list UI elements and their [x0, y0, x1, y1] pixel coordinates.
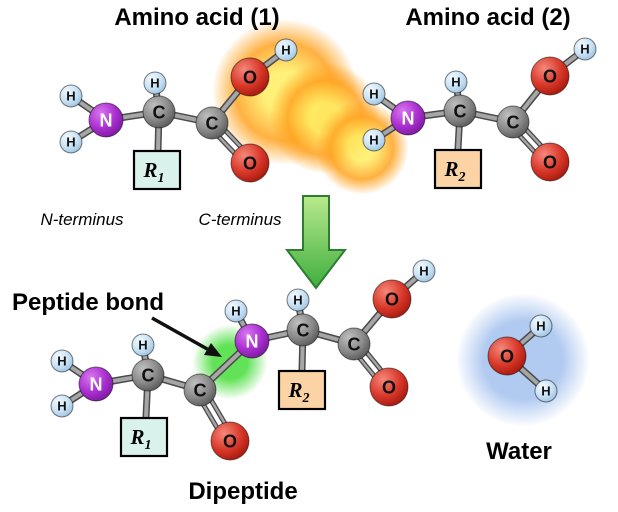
atom-oxygen: O	[372, 279, 412, 319]
atom-carbon: C	[195, 106, 229, 140]
atom-carbon: C	[183, 373, 217, 407]
atom-label: H	[369, 87, 378, 102]
atom-label: O	[543, 66, 557, 86]
atom-carbon: C	[496, 105, 530, 139]
atom-hydrogen: H	[50, 349, 74, 373]
atom-label: N	[100, 110, 113, 130]
water-label: Water	[486, 438, 552, 465]
atom-label: H	[138, 338, 147, 353]
atom-carbon: C	[131, 358, 165, 392]
reaction-arrow-down	[284, 195, 348, 290]
atom-label: H	[57, 399, 66, 414]
atom-label: H	[150, 76, 159, 91]
r-group-label-r2: R2	[287, 378, 309, 406]
atom-label: O	[500, 346, 514, 366]
peptide-bond-pointer-arrow	[151, 316, 222, 357]
atom-label: H	[419, 264, 428, 279]
atom-label: H	[281, 43, 290, 58]
atom-hydrogen: H	[274, 38, 298, 62]
atom-label: O	[382, 377, 396, 397]
atom-hydrogen: H	[143, 71, 167, 95]
atom-label: H	[231, 304, 240, 319]
atom-label: O	[543, 152, 557, 172]
atom-carbon: C	[286, 313, 320, 347]
atom-label: H	[57, 354, 66, 369]
atom-hydrogen: H	[444, 70, 468, 94]
atom-label: C	[507, 112, 520, 132]
n-terminus-label: N-terminus	[40, 210, 124, 229]
atom-hydrogen: H	[224, 299, 248, 323]
atom-hydrogen: H	[529, 314, 553, 338]
atom-hydrogen: H	[59, 130, 83, 154]
r-group-box-r1: R1	[132, 149, 182, 191]
r-group-box-r2: R2	[433, 148, 483, 190]
atom-nitrogen: N	[390, 100, 426, 136]
atom-label: H	[536, 319, 545, 334]
c-terminus-label: C-terminus	[198, 210, 282, 229]
atom-hydrogen: H	[286, 288, 310, 312]
title-amino-acid-2: Amino acid (2)	[405, 4, 571, 31]
atom-oxygen: O	[210, 421, 250, 461]
peptide-bond-label: Peptide bond	[12, 289, 164, 316]
atom-label: C	[142, 365, 155, 385]
r-group-label-r1: R1	[129, 425, 151, 453]
r-group-label-r2: R2	[443, 157, 465, 185]
dipeptide-label: Dipeptide	[188, 478, 298, 505]
atom-label: H	[369, 133, 378, 148]
atom-oxygen: O	[530, 56, 570, 96]
atom-oxygen: O	[530, 142, 570, 182]
atom-label: N	[246, 331, 259, 351]
r-group-box-r2: R2	[277, 369, 327, 411]
atom-label: C	[348, 334, 361, 354]
atom-hydrogen: H	[534, 379, 558, 403]
atom-label: O	[223, 431, 237, 451]
atom-hydrogen: H	[573, 37, 597, 61]
atom-label: H	[66, 89, 75, 104]
atom-nitrogen: N	[234, 323, 270, 359]
atom-label: C	[194, 380, 207, 400]
atom-hydrogen: H	[50, 394, 74, 418]
r-group-box-r1: R1	[119, 416, 169, 458]
atom-label: H	[66, 135, 75, 150]
title-amino-acid-1: Amino acid (1)	[114, 4, 280, 31]
atom-hydrogen: H	[362, 128, 386, 152]
atom-hydrogen: H	[412, 259, 436, 283]
atom-label: O	[385, 289, 399, 309]
atom-oxygen: O	[487, 336, 527, 376]
atom-carbon: C	[337, 327, 371, 361]
atom-hydrogen: H	[59, 84, 83, 108]
atom-label: H	[451, 75, 460, 90]
atom-label: O	[243, 67, 257, 87]
atom-nitrogen: N	[88, 102, 124, 138]
atom-carbon: C	[142, 95, 176, 129]
atom-hydrogen: H	[362, 82, 386, 106]
atom-label: H	[293, 293, 302, 308]
atom-label: N	[402, 108, 415, 128]
atom-oxygen: O	[230, 57, 270, 97]
r-group-label-r1: R1	[142, 158, 164, 186]
atom-nitrogen: N	[78, 366, 114, 402]
atom-label: O	[243, 153, 257, 173]
atom-label: H	[580, 42, 589, 57]
atom-label: H	[541, 384, 550, 399]
atom-label: C	[206, 113, 219, 133]
atom-label: N	[90, 374, 103, 394]
atom-carbon: C	[443, 94, 477, 128]
atom-hydrogen: H	[131, 333, 155, 357]
atom-label: C	[454, 101, 467, 121]
atom-label: C	[297, 320, 310, 340]
atom-oxygen: O	[369, 367, 409, 407]
atom-label: C	[153, 102, 166, 122]
atom-oxygen: O	[230, 143, 270, 183]
